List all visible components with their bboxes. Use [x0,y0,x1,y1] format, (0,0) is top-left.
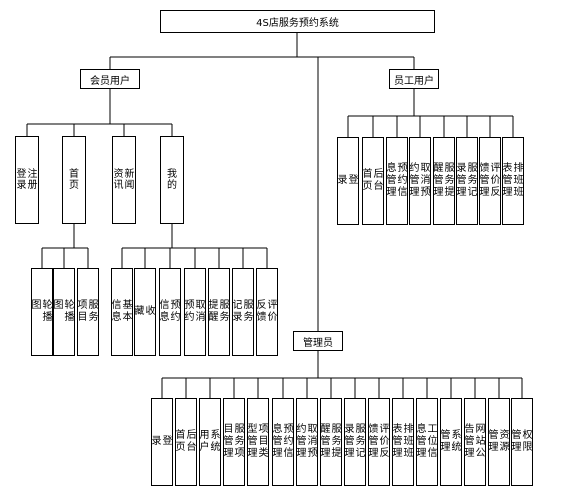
admin-node-5: 预约信息管理 [272,398,294,486]
admin-node-0-text: 登录 [151,436,173,447]
admin-node-3: 服务项目管理 [223,398,245,486]
member-node-3-text: 我的 [167,169,177,191]
member-node-2-text: 新闻资讯 [113,169,135,191]
mine-node-0-text: 基本信息 [111,300,133,323]
staff-node-0: 登录 [337,137,359,225]
admin-node-14: 资源管理 [488,398,510,486]
admin-node-15-text: 权限管理 [511,430,533,453]
admin-node-8: 服务记录管理 [344,398,366,486]
member-node-0-text: 注册登录 [16,169,38,191]
admin-node-5-text: 预约信息管理 [272,424,294,459]
staff-node-0-text: 登录 [337,175,359,186]
home-node-1: 轮播图 [53,268,75,356]
admin-node-14-text: 资源管理 [488,430,510,453]
staff-node-3-text: 取消预约管理 [409,163,431,198]
staff-node-4-text: 服务提醒管理 [433,163,455,198]
staff-user-node: 员工用户 [389,69,439,89]
member-user-label: 会员用户 [90,75,130,87]
admin-node-8-text: 服务记录管理 [344,424,366,459]
admin-node-2: 系统用户 [199,398,221,486]
staff-node-1-text: 后台首页 [362,169,384,192]
admin-node-6-text: 取消预约管理 [296,424,318,459]
admin-node-4-text: 项目类型管理 [247,424,269,459]
mine-node-6: 评价反馈 [256,268,278,356]
admin-label: 管理员 [303,337,333,349]
staff-node-1: 后台首页 [362,137,384,225]
staff-node-2: 预约信息管理 [386,137,408,225]
home-node-1-text: 轮播图 [53,300,75,323]
mine-node-5: 服务记录 [232,268,254,356]
staff-node-5: 服务记录管理 [456,137,478,225]
mine-node-2: 预约信息 [159,268,181,356]
staff-node-7-text: 排班班表管理 [502,163,524,198]
admin-node-6: 取消预约管理 [296,398,318,486]
admin-node-1-text: 后台首页 [175,430,197,453]
admin-node-0: 登录 [151,398,173,486]
admin-node-11-text: 工位信息管理 [416,424,438,459]
mine-node-3: 取消预约 [184,268,206,356]
admin-node-7-text: 服务提醒管理 [320,424,342,459]
admin-node-13-text: 网站公告管理 [464,424,486,459]
member-user-node: 会员用户 [80,69,140,89]
mine-node-0: 基本信息 [111,268,133,356]
staff-node-6: 评价反馈管理 [479,137,501,225]
admin-node-15: 权限管理 [511,398,533,486]
staff-node-6-text: 评价反馈管理 [479,163,501,198]
admin-node-4: 项目类型管理 [247,398,269,486]
mine-node-2-text: 预约信息 [159,300,181,323]
staff-node-4: 服务提醒管理 [433,137,455,225]
admin-node-12-text: 系统管理 [440,430,462,453]
member-node-2: 新闻资讯 [112,136,136,224]
member-node-0: 注册登录 [15,136,39,224]
admin-node-9-text: 评价反馈管理 [368,424,390,459]
member-node-1: 首页 [62,136,86,224]
staff-node-5-text: 服务记录管理 [456,163,478,198]
mine-node-3-text: 取消预约 [184,300,206,323]
member-node-1-text: 首页 [69,169,79,191]
admin-node-13: 网站公告管理 [464,398,486,486]
home-node-2-text: 服务项目 [77,300,99,323]
admin-node-11: 工位信息管理 [416,398,438,486]
admin-node-12: 系统管理 [440,398,462,486]
admin-node: 管理员 [293,331,343,351]
mine-node-1: 收藏 [134,268,156,356]
mine-node-4: 服务提醒 [208,268,230,356]
member-node-3: 我的 [160,136,184,224]
root-node: 4S店服务预约系统 [160,10,435,33]
staff-node-2-text: 预约信息管理 [386,163,408,198]
admin-node-1: 后台首页 [175,398,197,486]
home-node-0-text: 轮播图 [31,300,53,323]
mine-node-4-text: 服务提醒 [208,300,230,323]
root-label: 4S店服务预约系统 [256,18,339,29]
admin-node-9: 评价反馈管理 [368,398,390,486]
admin-node-10-text: 排班班表管理 [392,424,414,459]
staff-node-3: 取消预约管理 [409,137,431,225]
mine-node-1-text: 收藏 [134,306,156,317]
mine-node-6-text: 评价反馈 [256,300,278,323]
staff-user-label: 员工用户 [394,75,434,87]
admin-node-10: 排班班表管理 [392,398,414,486]
admin-node-7: 服务提醒管理 [320,398,342,486]
staff-node-7: 排班班表管理 [502,137,524,225]
admin-node-3-text: 服务项目管理 [223,424,245,459]
mine-node-5-text: 服务记录 [232,300,254,323]
home-node-0: 轮播图 [31,268,53,356]
admin-node-2-text: 系统用户 [199,430,221,453]
home-node-2: 服务项目 [77,268,99,356]
